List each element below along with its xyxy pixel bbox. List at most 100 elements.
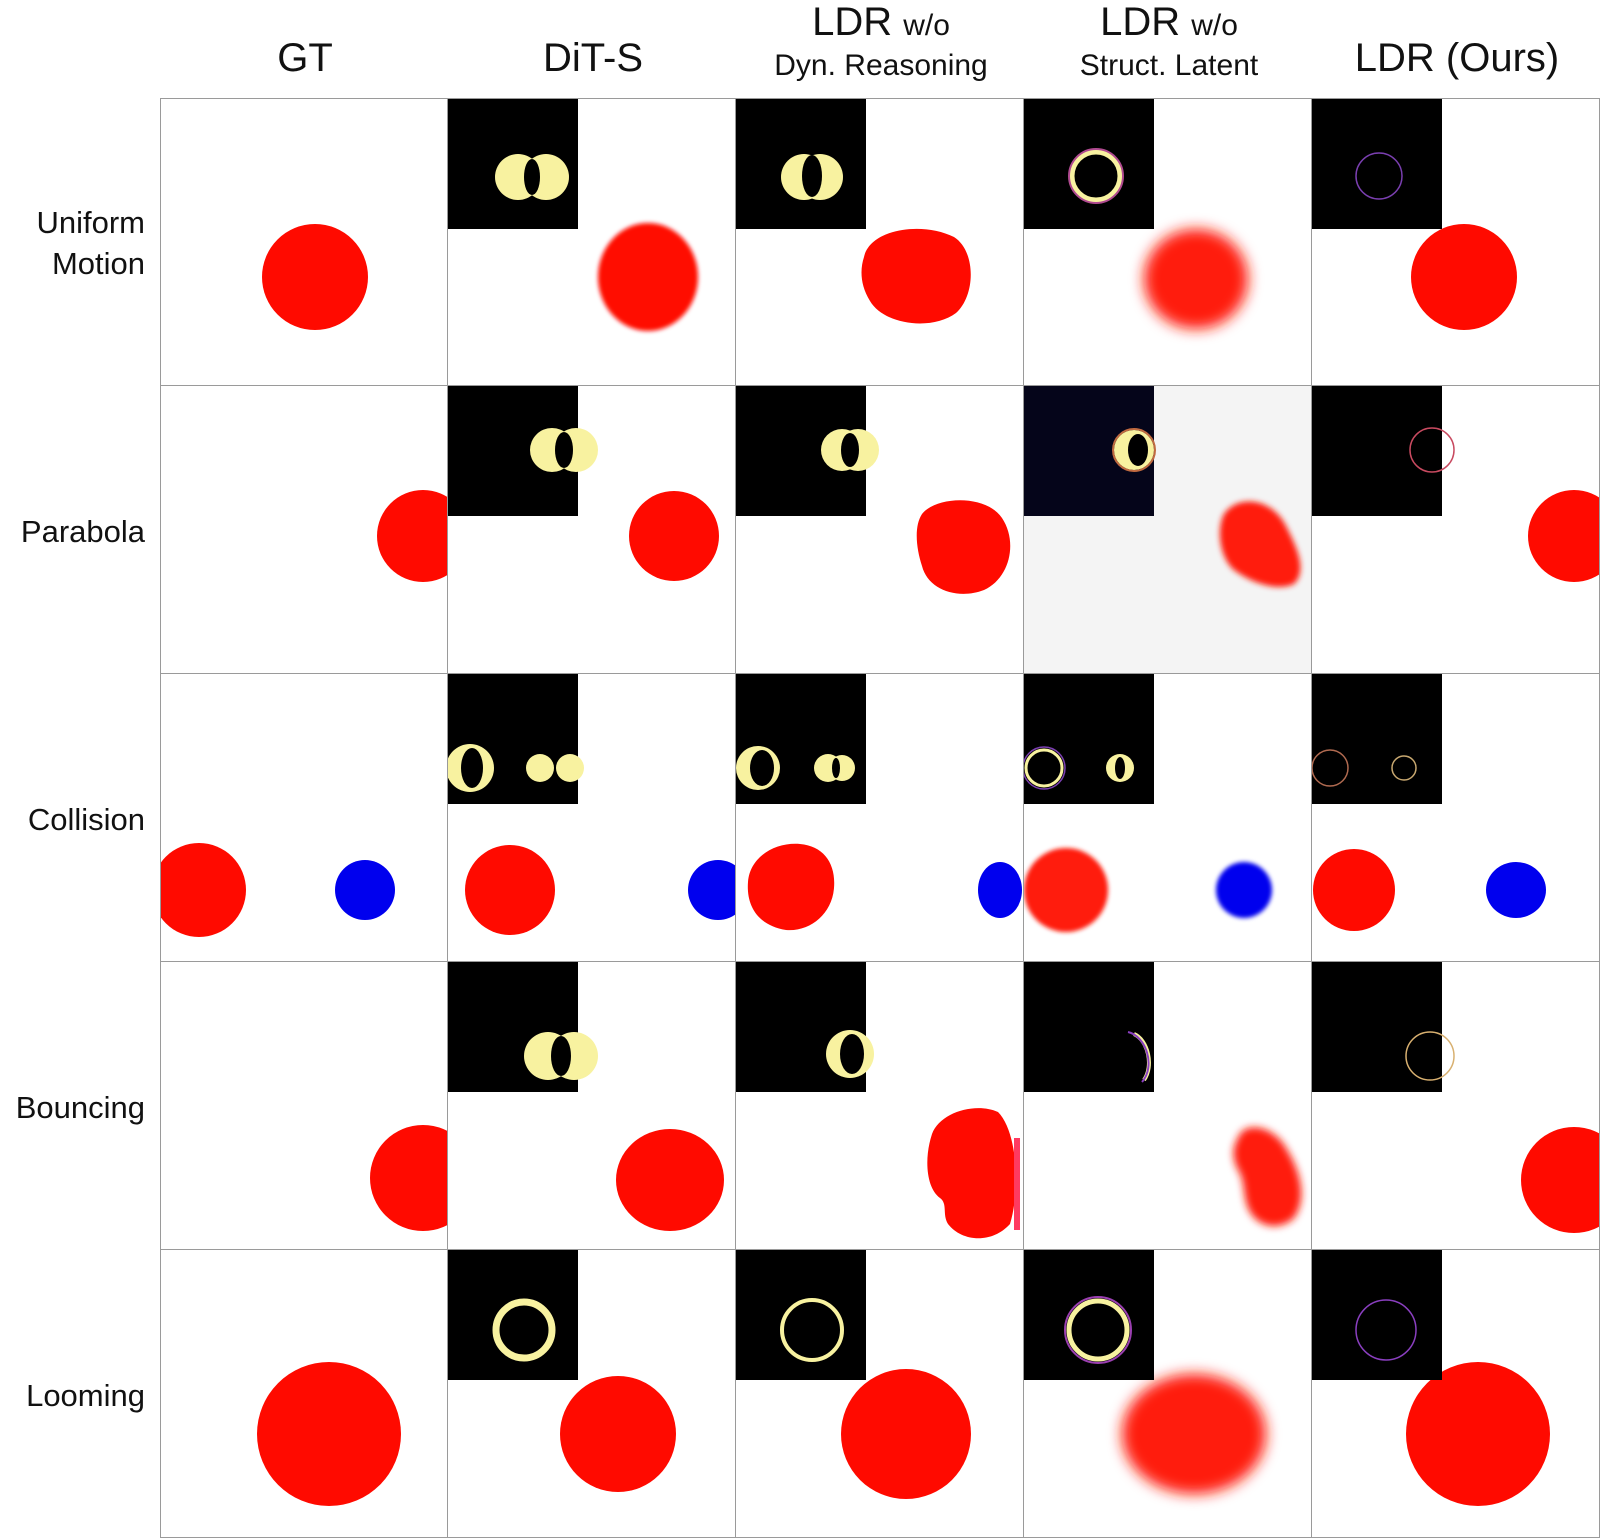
cell-parabola-ldr-wo-struct	[1024, 386, 1312, 674]
result-grid	[160, 98, 1600, 1539]
row-label-line: Motion	[51, 246, 145, 281]
column-title: LDR (Ours)	[1354, 36, 1560, 80]
cell-uniform-ldr-wo-struct	[1024, 98, 1312, 386]
cell-collision-gt	[160, 674, 448, 962]
red-ball	[629, 491, 719, 581]
cell-uniform-ldr-wo-dyn	[736, 98, 1024, 386]
row-label-line: Looming	[26, 1378, 145, 1413]
error-ring	[1068, 148, 1124, 204]
red-ball	[1521, 1127, 1599, 1233]
row-label-uniform-motion: Uniform Motion	[0, 202, 145, 284]
cell-collision-dit-s	[448, 674, 736, 962]
red-ball	[370, 1125, 447, 1231]
blue-ball	[1486, 862, 1546, 918]
overlap-lens	[832, 758, 840, 778]
cell-parabola-dit-s	[448, 386, 736, 674]
row-label-looming: Looming	[0, 1375, 145, 1416]
column-header-ldr-wo-struct-latent: LDR w/o Struct. Latent	[1028, 0, 1310, 98]
red-ball	[1144, 229, 1248, 329]
cell-uniform-dit-s	[448, 98, 736, 386]
error-map-inset	[1312, 386, 1442, 516]
error-map-inset	[1024, 962, 1154, 1092]
column-header-gt: GT	[164, 0, 446, 98]
error-ring	[1409, 427, 1455, 473]
error-map-inset	[1312, 1250, 1442, 1380]
error-map-inset	[1024, 99, 1154, 229]
cell-parabola-ldr-wo-dyn	[736, 386, 1024, 674]
row-label-parabola: Parabola	[0, 511, 145, 552]
cell-looming-ldr-wo-dyn	[736, 1250, 1024, 1538]
cell-looming-gt	[160, 1250, 448, 1538]
error-ring	[1127, 1031, 1150, 1083]
overlap-lens	[840, 1034, 864, 1074]
blue-ball	[688, 860, 735, 920]
error-ring	[1024, 748, 1064, 788]
cell-bouncing-ldr-wo-struct	[1024, 962, 1312, 1250]
error-map-inset	[448, 1250, 578, 1380]
error-map-inset	[1024, 674, 1154, 804]
blue-ball	[335, 860, 395, 920]
blue-ball	[1216, 862, 1272, 918]
cell-parabola-gt	[160, 386, 448, 674]
red-ball	[161, 843, 246, 937]
row-label-line: Uniform	[36, 205, 145, 240]
row-label-collision: Collision	[0, 799, 145, 840]
column-title: GT	[277, 36, 333, 80]
blue-ball	[978, 862, 1022, 918]
cell-looming-ldr-ours	[1312, 1250, 1600, 1538]
error-ring	[780, 1298, 844, 1362]
cell-parabola-ldr-ours	[1312, 386, 1600, 674]
overlap-lens	[750, 750, 774, 786]
red-ball	[1528, 490, 1599, 582]
error-map-inset	[1024, 1250, 1154, 1380]
overlap-lens	[524, 159, 540, 195]
row-label-bouncing: Bouncing	[0, 1087, 145, 1128]
column-header-dit-s: DiT-S	[452, 0, 734, 98]
row-label-line: Parabola	[20, 514, 145, 549]
red-ball	[1233, 1127, 1302, 1226]
error-ring	[1391, 755, 1417, 781]
red-ball	[1122, 1374, 1266, 1494]
cell-bouncing-dit-s	[448, 962, 736, 1250]
cell-bouncing-gt	[160, 962, 448, 1250]
column-title: DiT-S	[543, 36, 643, 80]
red-ball	[916, 500, 1011, 594]
column-title: LDR w/o	[812, 0, 950, 44]
error-ring	[1355, 1299, 1417, 1361]
column-subtitle: Dyn. Reasoning	[774, 49, 988, 82]
overlap-disc	[556, 754, 584, 782]
overlap-lens	[802, 155, 822, 197]
column-header-ldr-ours: LDR (Ours)	[1316, 0, 1598, 98]
red-ball	[465, 845, 555, 935]
column-subtitle: Struct. Latent	[1079, 49, 1259, 82]
red-ball	[616, 1129, 724, 1231]
red-ball	[1313, 849, 1395, 931]
red-ball	[1219, 501, 1301, 587]
red-ball	[861, 228, 971, 324]
error-map-inset	[1312, 99, 1442, 229]
error-map-inset	[1312, 962, 1442, 1092]
column-header-ldr-wo-dyn-reasoning: LDR w/o Dyn. Reasoning	[740, 0, 1022, 98]
error-map-inset	[1312, 674, 1442, 804]
red-ball	[262, 224, 368, 330]
red-ball	[377, 490, 447, 582]
error-ring	[1066, 1298, 1130, 1362]
error-ring	[492, 1298, 556, 1362]
overlap-disc	[526, 754, 554, 782]
error-ring	[1355, 152, 1403, 200]
cell-collision-ldr-ours	[1312, 674, 1600, 962]
red-ball	[1406, 1362, 1550, 1506]
red-ball	[598, 223, 698, 331]
ghost-edge	[1014, 1138, 1020, 1230]
cell-collision-ldr-wo-dyn	[736, 674, 1024, 962]
overlap-lens	[1115, 757, 1125, 779]
cell-uniform-gt	[160, 98, 448, 386]
red-ball	[257, 1362, 401, 1506]
overlap-lens	[555, 432, 573, 468]
error-ring	[1064, 1296, 1132, 1364]
red-ball	[1024, 848, 1108, 932]
error-ring	[1312, 749, 1349, 787]
row-label-line: Bouncing	[15, 1090, 145, 1125]
cell-looming-ldr-wo-struct	[1024, 1250, 1312, 1538]
row-label-line: Collision	[27, 802, 145, 837]
